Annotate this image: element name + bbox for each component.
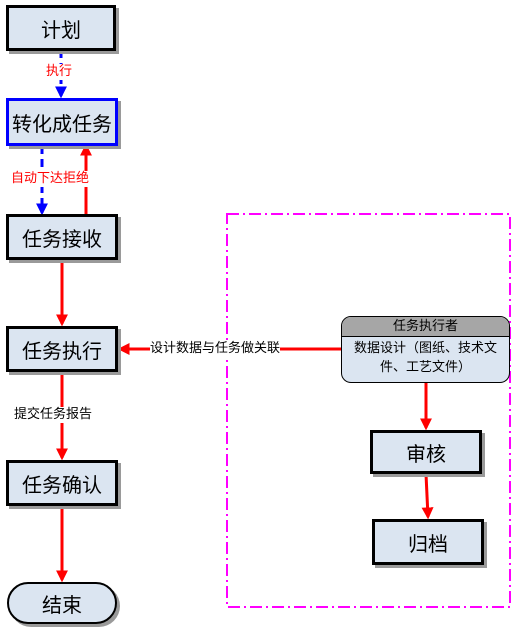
node-review: 审核 [370,430,482,474]
node-archive: 归档 [372,519,484,565]
node-task-receive: 任务接收 [6,214,118,260]
executor-zone-border [226,213,511,608]
node-task-confirm: 任务确认 [6,460,118,506]
node-convert-label: 转化成任务 [12,111,112,136]
executor-content: 数据设计（图纸、技术文件、工艺文件） [353,341,497,375]
node-archive-label: 归档 [408,531,448,556]
node-plan: 计划 [6,5,116,51]
node-end: 结束 [7,582,117,624]
node-confirm-label: 任务确认 [22,472,102,497]
node-review-label: 审核 [406,441,446,466]
node-convert-to-task: 转化成任务 [6,98,118,146]
node-execute-label: 任务执行 [22,338,102,363]
executor-title: 任务执行者 [342,317,509,337]
node-task-execute: 任务执行 [6,326,118,372]
node-end-label: 结束 [42,592,82,617]
node-receive-label: 任务接收 [22,226,102,251]
edge-label-execute: 执行 [46,64,73,80]
edge-label-submit-report: 提交任务报告 [14,407,93,423]
node-task-executor: 任务执行者 数据设计（图纸、技术文件、工艺文件） [341,316,510,383]
edge-label-reject: 自动下达拒绝 [11,171,90,187]
node-plan-label: 计划 [41,17,81,42]
arrow-review-to-archive [421,473,434,520]
edge-label-link-data: 设计数据与任务做关联 [150,341,281,357]
